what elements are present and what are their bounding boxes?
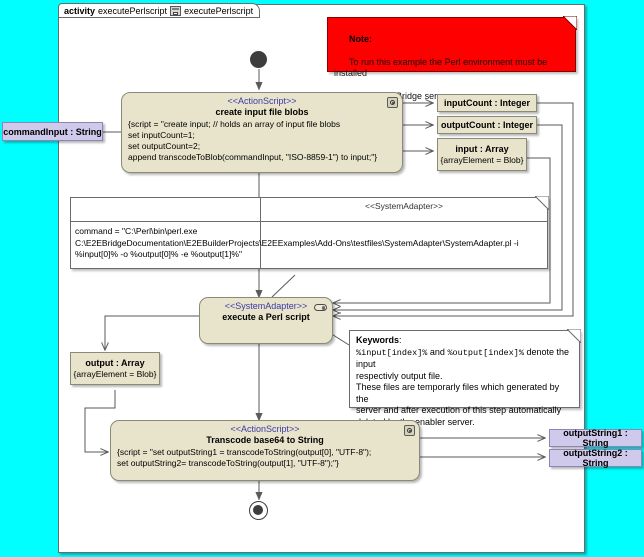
- system-adapter-note: <<SystemAdapter>> command = "C:\Perl\bin…: [70, 196, 549, 269]
- action-transcode-script: {script = "set outputString1 = transcode…: [111, 447, 419, 473]
- pin-input-array[interactable]: input : Array {arrayElement = Blob}: [437, 138, 527, 171]
- script-line-3: set outputCount=2;: [128, 141, 201, 151]
- keywords-line-4: server and after execution of this step …: [356, 405, 562, 415]
- script-line-2: set outputString2= transcodeToString(out…: [117, 458, 339, 468]
- command-line-2: C:\E2EBridgeDocumentation\E2EBuilderProj…: [75, 237, 519, 248]
- keywords-note: Keywords: %input[index]% and %output[inde…: [349, 329, 581, 427]
- system-adapter-note-stereotype: <<SystemAdapter>>: [365, 201, 443, 211]
- activity-keyword: activity: [64, 5, 96, 16]
- keywords-line-2: respectivly output file.: [356, 370, 443, 381]
- activity-diagram-name: executePerlscript: [184, 5, 254, 16]
- keywords-and: and: [427, 346, 448, 357]
- note-fold-corner: [567, 329, 581, 343]
- command-line-3: %input[0]% -o %output[0]% -e %output[1]%…: [75, 249, 242, 259]
- pin-output-string2-label: outputString2 : String: [563, 448, 628, 468]
- keywords-note-text: Keywords: %input[index]% and %output[inde…: [349, 330, 580, 433]
- pin-output-count-label: outputCount : Integer: [441, 120, 533, 130]
- keywords-note-title: Keywords: [356, 335, 400, 345]
- command-line-1: command = "C:\Perl\bin\perl.exe: [75, 226, 198, 236]
- keywords-note-colon: :: [399, 335, 402, 345]
- gear-icon[interactable]: [404, 425, 415, 436]
- activity-frame-title: activity executePerlscript executePerlsc…: [58, 3, 261, 18]
- warning-note-body: [327, 17, 576, 72]
- action-execute-stereotype: <<SystemAdapter>>: [224, 301, 308, 311]
- keywords-tail: denote the input: [356, 346, 572, 370]
- activity-name: executePerlscript: [98, 5, 168, 16]
- keywords-line-3: These files are temporarly files which g…: [356, 382, 562, 404]
- pin-command-input-label: commandInput : String: [3, 126, 102, 137]
- pin-output-count[interactable]: outputCount : Integer: [437, 116, 537, 134]
- action-create-stereotype: <<ActionScript>>: [227, 96, 297, 106]
- warning-note: Note: To run this example the Perl envir…: [327, 16, 577, 101]
- script-line-2: set inputCount=1;: [128, 130, 195, 140]
- pin-output-array-label: output : Array: [85, 358, 145, 368]
- gear-icon[interactable]: [387, 97, 398, 108]
- action-create-input-file-blobs[interactable]: <<ActionScript>> create input file blobs…: [121, 92, 403, 173]
- pin-input-count-label: inputCount : Integer: [444, 98, 530, 108]
- pin-output-string1[interactable]: outputString1 : String: [549, 428, 642, 448]
- pin-input-count[interactable]: inputCount : Integer: [437, 94, 537, 112]
- action-create-script: {script = "create input; // holds an arr…: [122, 119, 402, 167]
- capsule-icon[interactable]: [314, 304, 327, 311]
- system-adapter-command-text: command = "C:\Perl\bin\perl.exe C:\E2EBr…: [70, 222, 524, 265]
- action-transcode-stereotype: <<ActionScript>>: [230, 424, 300, 434]
- action-transcode-base64-to-string[interactable]: <<ActionScript>> Transcode base64 to Str…: [110, 420, 420, 481]
- pin-output-string1-label: outputString1 : String: [563, 428, 628, 448]
- action-transcode-name: Transcode base64 to String: [206, 435, 324, 445]
- pin-input-array-label: input : Array: [455, 144, 509, 154]
- action-execute-name: execute a Perl script: [222, 312, 310, 322]
- script-line-1: {script = "set outputString1 = transcode…: [117, 447, 372, 457]
- keyword-output-token: %output[index]%: [447, 347, 524, 358]
- warning-note-line1: To run this example the Perl environment…: [334, 56, 550, 79]
- final-node: [249, 501, 268, 520]
- note-vertical-divider: [260, 197, 261, 269]
- pin-command-input[interactable]: commandInput : String: [2, 122, 103, 141]
- warning-note-title: Note:: [349, 33, 373, 44]
- script-line-1: {script = "create input; // holds an arr…: [128, 119, 341, 129]
- keyword-input-token: %input[index]%: [356, 347, 428, 358]
- note-fold-corner: [563, 16, 577, 30]
- diagram-icon: [170, 5, 182, 16]
- note-divider: [70, 221, 548, 222]
- action-execute-perl-script[interactable]: <<SystemAdapter>> execute a Perl script: [199, 297, 333, 344]
- pin-input-array-constraint: {arrayElement = Blob}: [440, 155, 524, 165]
- initial-node: [250, 51, 267, 68]
- keywords-note-body: [349, 330, 580, 408]
- pin-output-array[interactable]: output : Array {arrayElement = Blob}: [70, 352, 160, 385]
- action-create-name: create input file blobs: [215, 107, 309, 117]
- script-line-4: append transcodeToBlob(commandInput, "IS…: [128, 152, 378, 162]
- pin-output-string2[interactable]: outputString2 : String: [549, 448, 642, 468]
- pin-output-array-constraint: {arrayElement = Blob}: [73, 369, 157, 379]
